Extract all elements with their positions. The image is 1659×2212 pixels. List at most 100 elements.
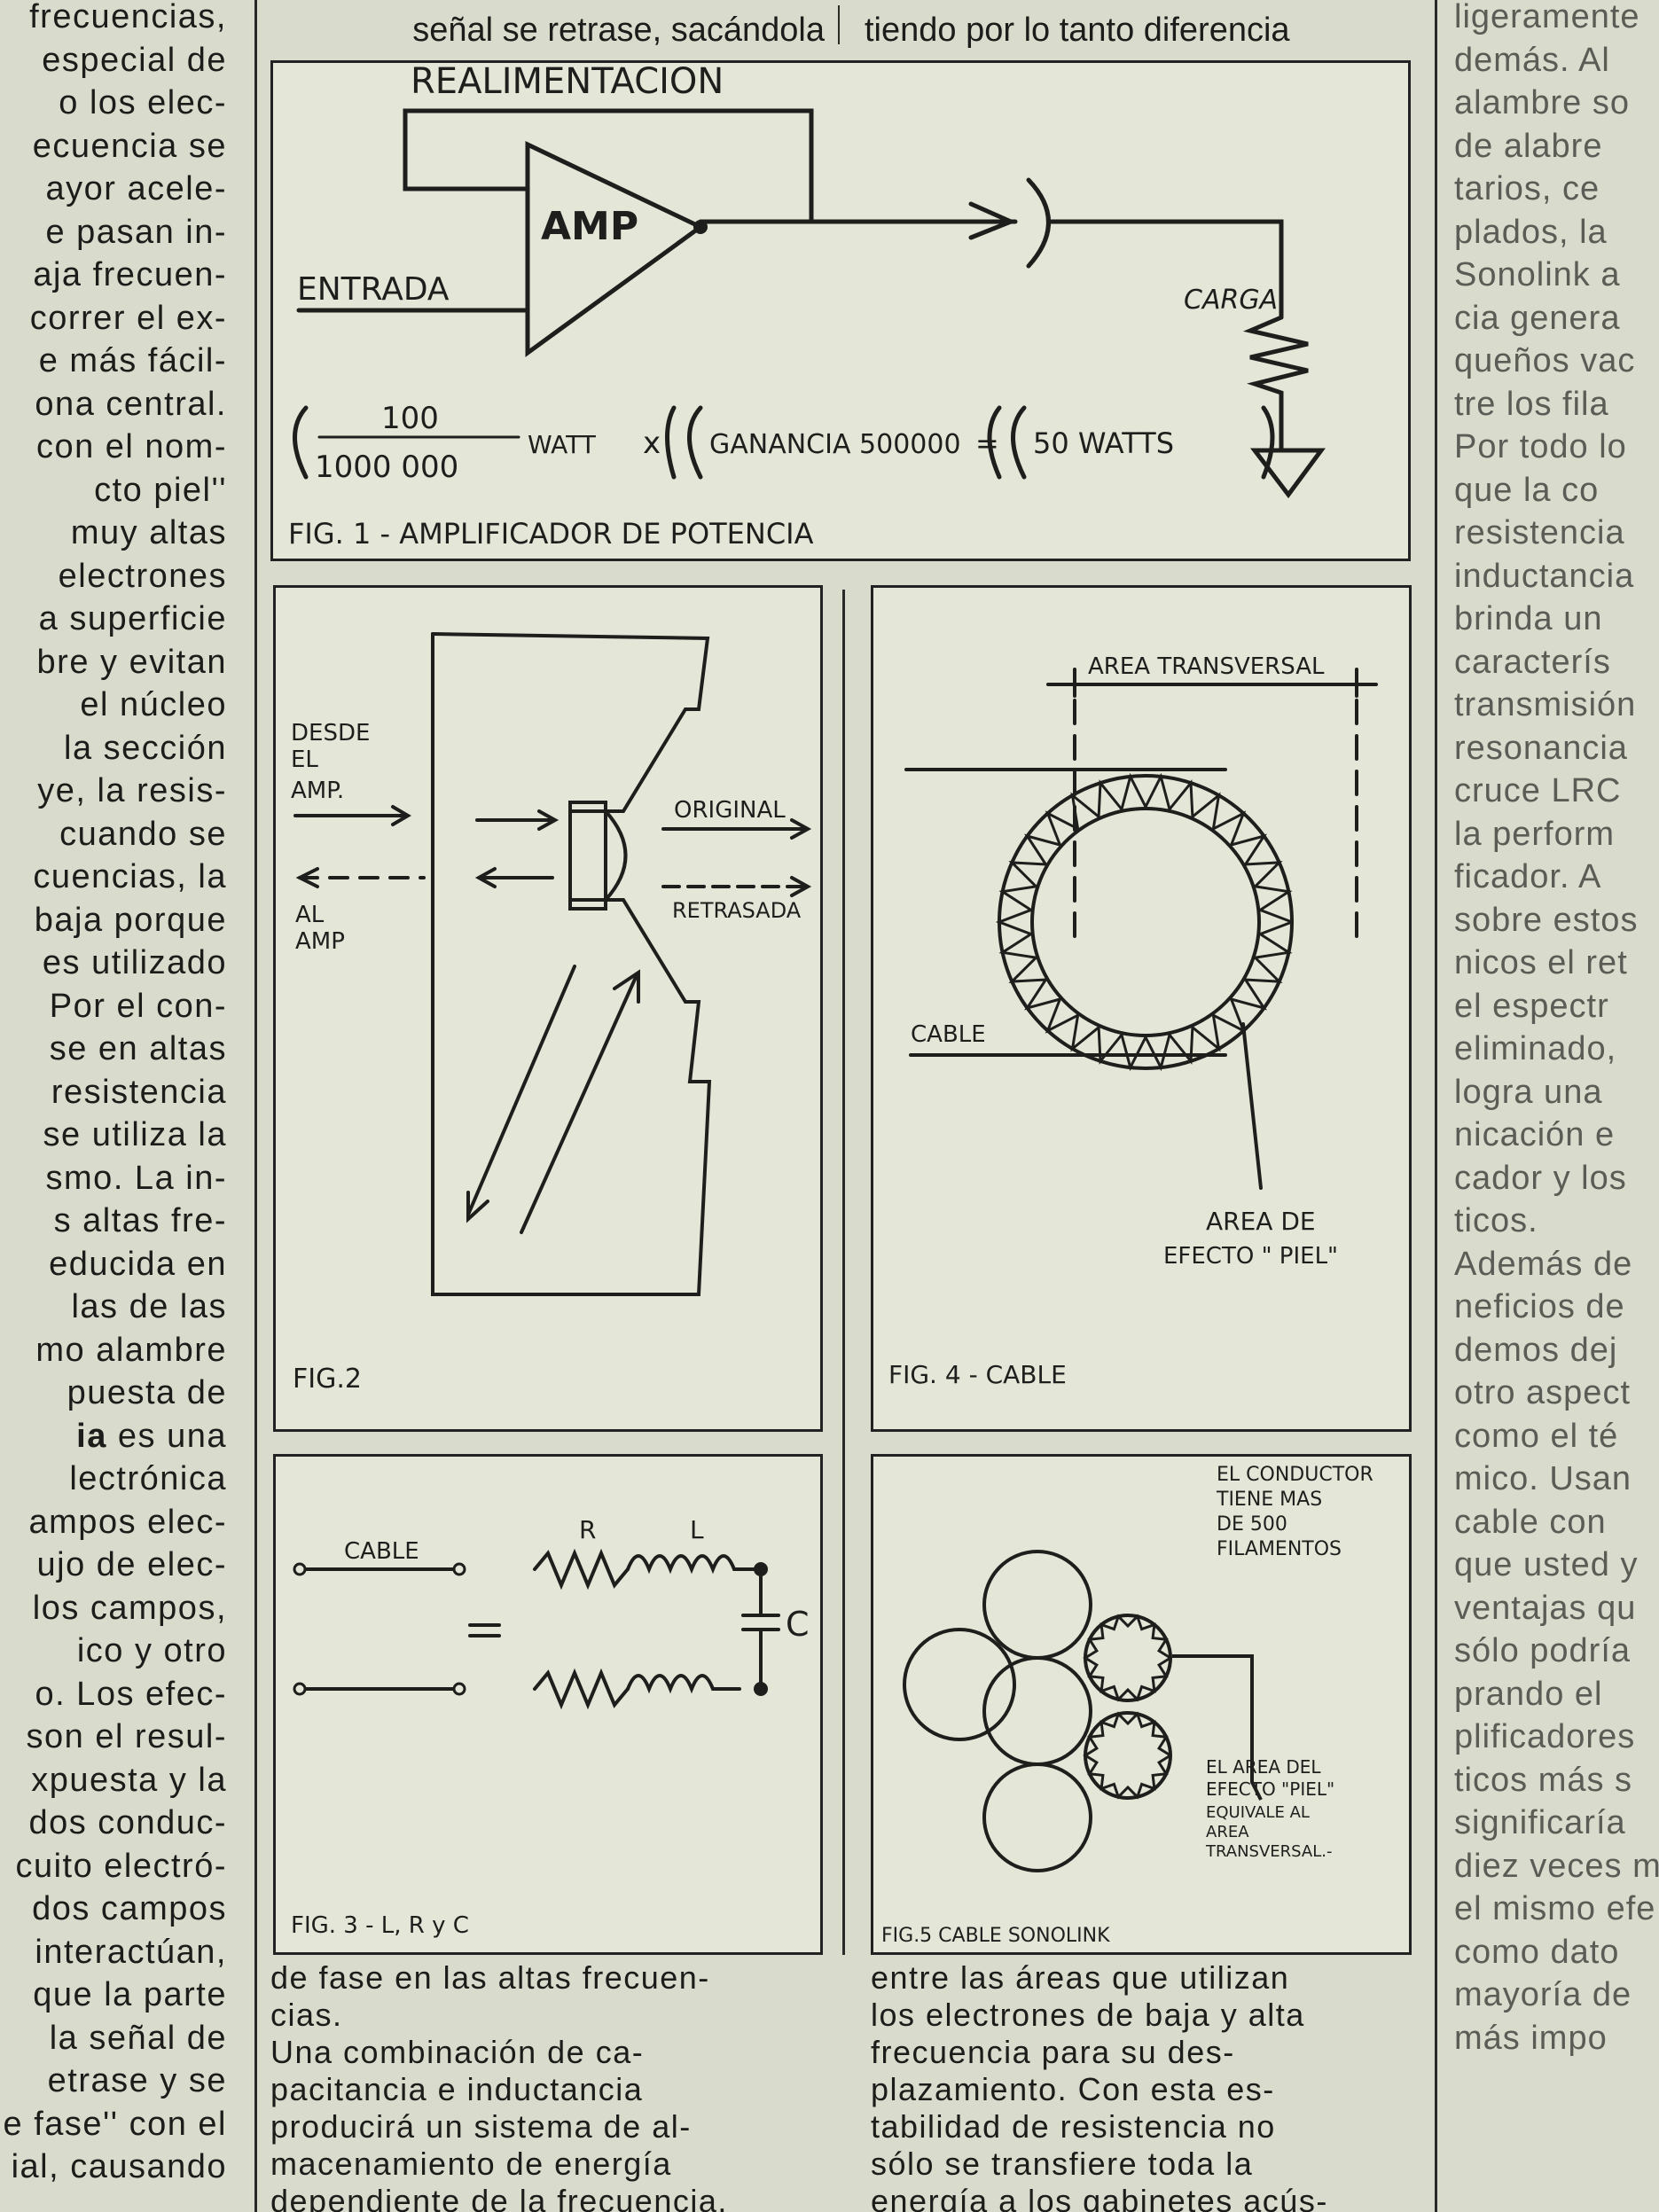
text-line: la perform [1454,815,1616,853]
text-line: entre las áreas que utilizan [871,1959,1290,1996]
text-line: logra una [1454,1073,1603,1111]
text-line: nicación e [1454,1116,1616,1153]
text-line: ventajas qu [1454,1589,1637,1627]
text-line: significaría [1454,1804,1626,1841]
text-line: cuando se [59,815,227,853]
text-line: sobre estos [1454,901,1639,939]
fig5-equiv-line1: EL AREA DEL [1206,1756,1321,1778]
amplifier-triangle [525,141,705,357]
fig5-conductor-line2: TIENE MAS [1216,1489,1322,1511]
figures-middle-rule [842,590,845,1955]
text-line: ia es una [76,1417,227,1455]
text-line: con el nom- [35,428,227,465]
text-line: neficios de [1454,1288,1625,1325]
text-line: el núcleo [80,686,227,723]
text-line: baja porque [34,901,227,939]
text-line: pacitancia e inductancia [270,2071,644,2107]
text-line: se utiliza la [43,1116,227,1153]
fig2-caption: FIG.2 [293,1364,362,1395]
figure-5-frame [871,1454,1412,1955]
text-line: caracterís [1454,643,1611,681]
text-line: cia genera [1454,299,1621,337]
text-line: ye, la resis- [37,772,227,809]
speaker-cabinet [431,632,712,1296]
fig1-watt-label: WATT [528,430,597,459]
text-line: producirá un sistema de al- [270,2108,692,2145]
fig1-equals-sign: = [975,426,999,460]
fig5-equiv-line3: EQUIVALE AL [1206,1803,1310,1822]
text-line: cto piel'' [94,471,227,509]
text-line: aja frecuen- [33,256,227,293]
strand-circle [903,1628,1016,1741]
text-line: cruce LRC [1454,772,1622,809]
text-line: es utilizado [42,944,227,981]
top-text-right: tiendo por lo tanto diferencia [865,12,1290,48]
figure-4-cable-cross-section: AREA TRANSVERSAL CABLE AREA DE EFECTO " … [888,653,1378,1389]
text-line: ujo de elec- [36,1546,227,1583]
text-line: ticos. [1454,1202,1538,1239]
text-line: la sección [64,729,227,767]
text-line: bre y evitan [36,643,227,681]
fig3-l-label: L [690,1515,704,1544]
text-line: cias. [270,1997,343,2033]
strand-circle [982,1763,1092,1872]
figure-3-lrc-equivalent: CABLE R L C FIG. 3 - L, R y C [291,1515,810,1939]
strand-circle-skin [1084,1711,1172,1800]
fig1-fraction-denominator: 1000 000 [315,449,458,485]
text-line: puesta de [67,1374,227,1411]
text-line: las de las [71,1288,227,1325]
fig5-equiv-line4: AREA [1206,1823,1249,1841]
text-line: mico. Usan [1454,1460,1632,1497]
fig1-multiply-sign: x [643,426,661,461]
text-line: cuencias, la [33,858,227,895]
text-line: como dato [1454,1933,1620,1971]
text-line: o los elec- [59,84,227,121]
text-line: mo alambre [35,1331,227,1369]
text-line: ico y otro [76,1632,227,1669]
figure-2-frame [273,585,823,1432]
text-line: plazamiento. Con esta es- [871,2071,1275,2107]
text-line: especial de [42,41,227,79]
text-line: los campos, [32,1589,227,1627]
fig3-r-label: R [579,1515,596,1544]
text-line: son el resul- [26,1718,227,1755]
text-line: el mismo efe [1454,1890,1656,1927]
text-line: ticos más s [1454,1761,1633,1799]
text-line: ial, causando [11,2148,227,2185]
text-line: otro aspect [1454,1374,1631,1411]
figure-3-frame [273,1454,823,1955]
fig5-caption: FIG.5 CABLE SONOLINK [881,1925,1110,1947]
text-line: energía a los gabinetes acús- [871,2183,1328,2212]
figure-5-sonolink-strands: EL CONDUCTOR TIENE MAS DE 500 FILAMENTOS… [881,1464,1373,1947]
text-line: la señal de [49,2019,227,2057]
fig2-delayed-label: RETRASADA [672,898,802,923]
top-text-left: señal se retrase, sacándola [412,12,825,48]
text-line: interactúan, [35,1933,227,1971]
text-line: tre los fila [1454,385,1609,423]
fig5-conductor-line3: DE 500 [1217,1513,1287,1536]
text-line: mayoría de [1454,1976,1632,2013]
text-line: resonancia [1454,729,1628,767]
strand-skin-zigzag [1083,1614,1171,1800]
text-line: Una combinación de ca- [270,2034,645,2070]
strand-circle-skin [1084,1614,1172,1702]
text-line: que la parte [33,1976,227,2013]
fig4-skin-line1: AREA DE [1206,1207,1316,1236]
fig1-gain-label: GANANCIA 500000 [709,429,961,460]
figure-2-speaker-diagram: DESDE EL AMP. AL AMP ORIGINAL RETRASADA … [291,632,812,1395]
fig4-cable-label: CABLE [911,1021,986,1048]
text-line: inductancia [1454,557,1635,595]
text-line: demás. Al [1454,41,1610,79]
text-line: frecuencias, [29,0,227,35]
fig5-conductor-line4: FILAMENTOS [1217,1538,1342,1560]
text-line: los electrones de baja y alta [871,1997,1305,2033]
text-line: tarios, ce [1454,170,1600,207]
text-line: alambre so [1454,84,1630,121]
left-column-rule [254,0,257,2212]
figure-1-amplifier-diagram: REALIMENTACION AMP ENTRADA CARGA 100 100… [288,61,1326,551]
cable-outer-ring [998,774,1294,1070]
text-line: de fase en las altas frecuen- [270,1959,710,1996]
text-line: electrones [58,557,227,595]
